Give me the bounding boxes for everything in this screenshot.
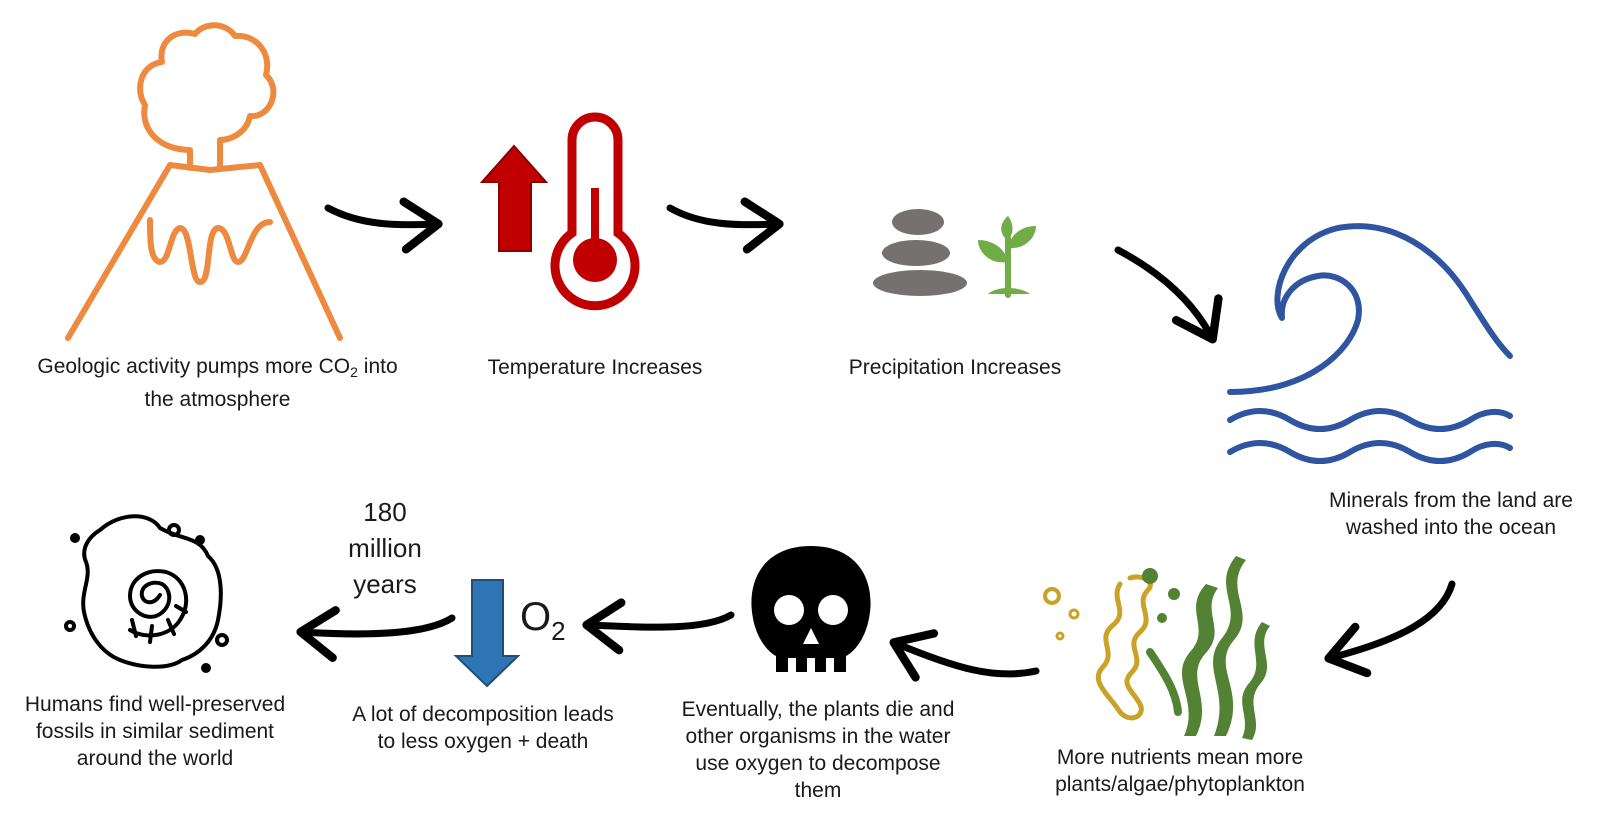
oxygen-label: O2 bbox=[520, 595, 566, 646]
caption-temperature: Temperature Increases bbox=[487, 356, 703, 379]
oxygen-decrease-icon bbox=[453, 579, 521, 688]
caption-fossils: Humans find well-preserved fossils in si… bbox=[24, 693, 286, 770]
caption-minerals: Minerals from the land are washed into t… bbox=[1329, 489, 1573, 539]
arrow-temperature-to-precipitation bbox=[666, 197, 784, 254]
volcano-icon bbox=[65, 22, 343, 341]
arrow-ocean-to-nutrients bbox=[1324, 580, 1456, 678]
caption-precipitation: Precipitation Increases bbox=[848, 356, 1062, 379]
caption-nutrients: More nutrients mean more plants/algae/ph… bbox=[1055, 746, 1305, 796]
ocean-wave-icon bbox=[1227, 223, 1513, 464]
time-label: 180 million years bbox=[348, 497, 422, 599]
caption-oxygen: A lot of decomposition leads to less oxy… bbox=[352, 703, 614, 753]
caption-decompose: Eventually, the plants die and other org… bbox=[681, 698, 955, 802]
arrow-decompose-to-oxygen bbox=[582, 598, 735, 655]
ammonite-fossil-icon bbox=[64, 514, 229, 673]
arrow-oxygen-to-fossils bbox=[296, 606, 456, 662]
caption-volcano: Geologic activity pumps more CO2 into th… bbox=[37, 355, 398, 411]
arrow-precipitation-to-ocean bbox=[1114, 246, 1223, 344]
skull-icon bbox=[751, 546, 871, 672]
stones-sprout-icon bbox=[873, 209, 1036, 298]
seaweed-icon bbox=[1043, 556, 1270, 740]
thermometer-up-icon bbox=[479, 112, 640, 311]
arrow-nutrients-to-decompose bbox=[889, 629, 1040, 682]
arrow-volcano-to-temperature bbox=[324, 197, 443, 254]
